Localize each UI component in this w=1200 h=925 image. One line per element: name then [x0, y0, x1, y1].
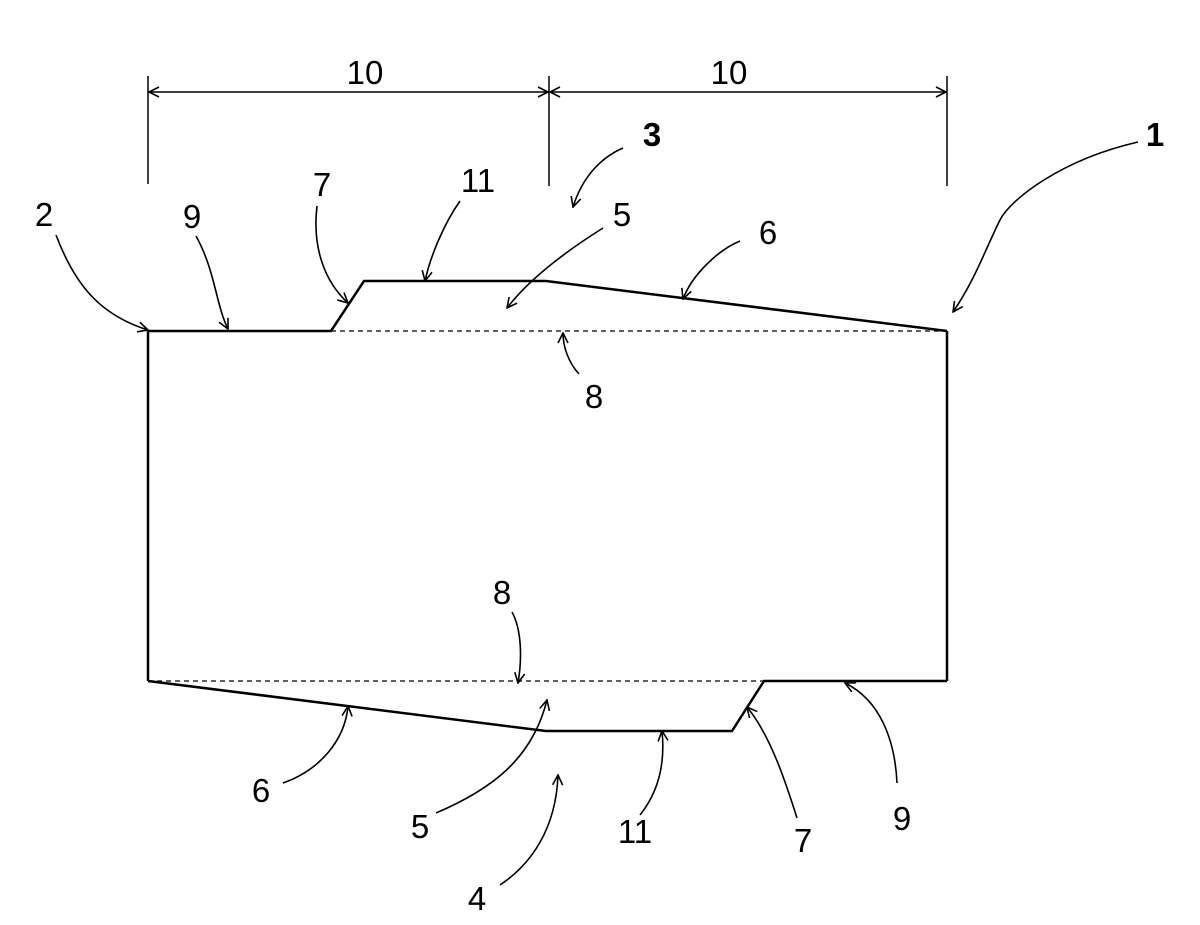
label-7-bottom: 7 — [794, 822, 812, 859]
label-9-bottom: 9 — [893, 800, 911, 837]
label-3: 3 — [643, 116, 661, 153]
label-11-top: 11 — [461, 162, 495, 199]
dimension-lines: 10 10 — [147, 54, 948, 186]
label-11-bottom: 11 — [618, 813, 652, 850]
leader-5-bottom — [435, 700, 547, 814]
reference-labels: 1 3 2 9 7 11 5 6 8 8 6 5 11 7 9 4 — [35, 116, 1164, 917]
dim-label-right: 10 — [711, 54, 748, 91]
leader-arrows — [55, 141, 1139, 886]
leader-9-top — [195, 235, 228, 329]
label-1: 1 — [1146, 116, 1164, 153]
leader-5-top — [507, 227, 604, 308]
label-2: 2 — [35, 196, 53, 233]
top-profile-edge — [148, 279, 948, 333]
label-8-top: 8 — [585, 378, 603, 415]
label-6-bottom: 6 — [252, 772, 270, 809]
leader-8-top — [563, 333, 580, 375]
leader-11-top — [425, 200, 461, 281]
leader-9-bottom — [845, 683, 898, 784]
leader-7-bottom — [747, 707, 798, 819]
label-7-top: 7 — [313, 166, 331, 203]
label-5-bottom: 5 — [411, 808, 429, 845]
leader-3 — [573, 147, 624, 207]
leader-7-top — [315, 205, 348, 303]
label-8-bottom: 8 — [493, 574, 511, 611]
component-outline — [146, 279, 949, 733]
label-5-top: 5 — [613, 196, 631, 233]
leader-11-bottom — [639, 731, 663, 816]
bottom-profile-edge — [147, 679, 947, 733]
dim-label-left: 10 — [347, 54, 384, 91]
leader-4 — [499, 775, 558, 886]
leader-6-top — [683, 240, 741, 299]
label-4: 4 — [468, 880, 486, 917]
leader-6-bottom — [282, 706, 348, 784]
label-9-top: 9 — [183, 198, 201, 235]
leader-2 — [55, 234, 148, 330]
leader-8-bottom — [511, 611, 520, 683]
leader-1 — [953, 141, 1139, 312]
label-6-top: 6 — [759, 214, 777, 251]
